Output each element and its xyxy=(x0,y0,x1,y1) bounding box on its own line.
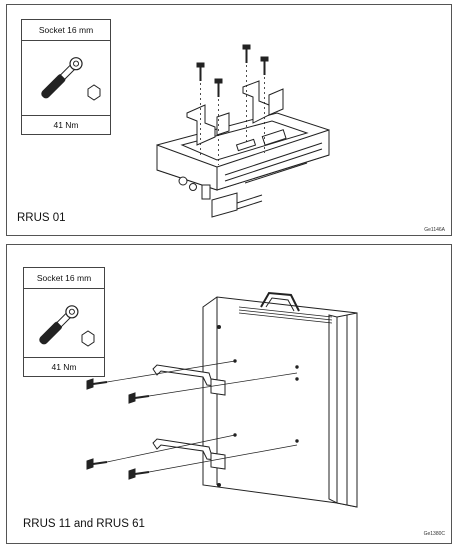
torque-value: 41 Nm xyxy=(24,357,104,376)
figure-reference: Ge1146A xyxy=(424,227,445,233)
figure-reference: Ge1380C xyxy=(423,531,445,537)
tool-info-box: Socket 16 mm 41 Nm xyxy=(23,267,105,377)
torque-value: 41 Nm xyxy=(22,115,110,134)
rrus-11-61-bracket-diagram xyxy=(86,291,358,508)
tool-label: Socket 16 mm xyxy=(22,20,110,41)
panel-rrus-01: Socket 16 mm 41 Nm xyxy=(6,4,452,236)
tool-label: Socket 16 mm xyxy=(24,268,104,289)
panel-rrus-11-61: Socket 16 mm 41 Nm xyxy=(6,244,452,544)
socket-wrench-icon xyxy=(22,41,110,115)
tool-info-box: Socket 16 mm 41 Nm xyxy=(21,19,111,135)
figure-caption: RRUS 11 and RRUS 61 xyxy=(23,518,145,530)
figure-caption: RRUS 01 xyxy=(17,212,66,224)
rrus-01-bracket-diagram xyxy=(156,44,330,218)
socket-wrench-icon xyxy=(24,289,104,357)
